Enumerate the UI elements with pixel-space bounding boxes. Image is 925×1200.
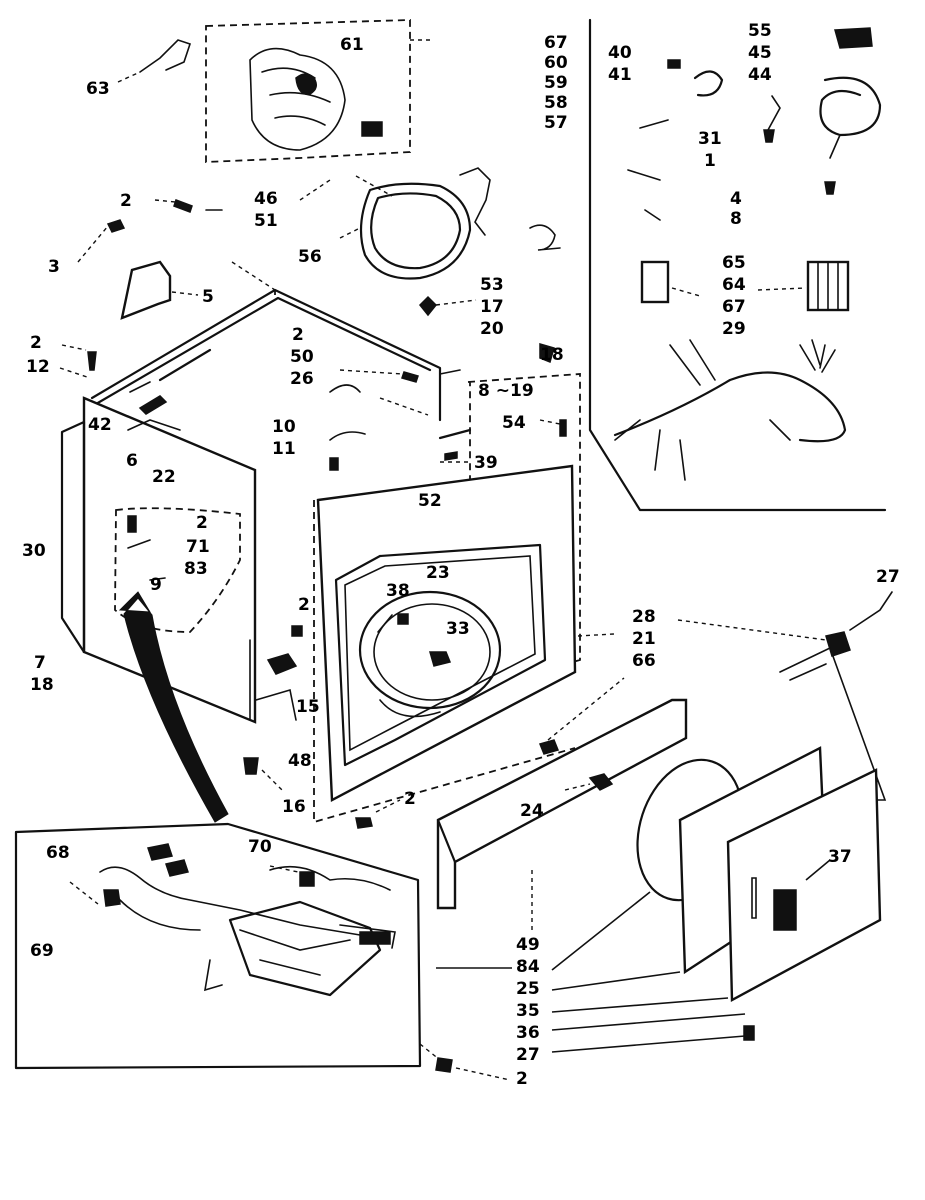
label-61: 61 [340,35,364,55]
label-16: 16 [282,797,306,817]
label-38: 38 [386,581,410,601]
label-59: 59 [544,73,568,93]
label-2-mid: 2 [292,325,304,345]
label-5: 5 [202,287,214,307]
motor-assembly-box [205,19,430,163]
label-18: 18 [30,675,54,695]
label-26: 26 [290,369,314,389]
label-2-left: 2 [30,333,42,353]
label-11: 11 [272,439,296,459]
label-56: 56 [298,247,322,267]
label-83: 83 [184,559,208,579]
label-60: 60 [544,53,568,73]
label-50: 50 [290,347,314,367]
label-39: 39 [474,453,498,473]
label-20: 20 [480,319,504,339]
label-27-hinge: 27 [876,567,900,587]
label-2-switch: 2 [298,595,310,615]
label-37: 37 [828,847,852,867]
label-12: 12 [26,357,50,377]
label-57: 57 [544,113,568,133]
arrow-to-control-box [118,591,229,823]
label-63: 63 [86,79,110,99]
label-28: 28 [632,607,656,627]
label-44: 44 [748,65,772,85]
label-54: 54 [502,413,526,433]
part-36-outer-door [726,768,882,1002]
label-17: 17 [480,297,504,317]
label-58: 58 [544,93,568,113]
label-4: 4 [730,189,742,209]
label-2-top: 2 [120,191,132,211]
label-68: 68 [46,843,70,863]
label-8-right: 8 [730,209,742,229]
label-70: 70 [248,837,272,857]
part-63-bracket [139,39,192,73]
label-3: 3 [48,257,60,277]
label-40: 40 [608,43,632,63]
label-7: 7 [34,653,46,673]
label-67-right: 67 [722,297,746,317]
label-36: 36 [516,1023,540,1043]
door-switch-parts [243,625,303,791]
cabinet-frame [90,261,461,422]
cabinet-front-panel [316,419,577,802]
label-84: 84 [516,957,540,977]
drive-belt [359,167,561,280]
label-6: 6 [126,451,138,471]
label-18-top: 18 [540,345,564,365]
label-31: 31 [698,129,722,149]
label-23: 23 [426,563,450,583]
label-52: 52 [418,491,442,511]
label-46: 46 [254,189,278,209]
label-9: 9 [150,575,162,595]
label-10: 10 [272,417,296,437]
label-45: 45 [748,43,772,63]
label-66: 66 [632,651,656,671]
label-27-bottom: 27 [516,1045,540,1065]
part-49-toe-kick-panel [436,698,688,910]
cabinet-left-side-panel [60,396,257,724]
label-49: 49 [516,935,540,955]
label-8-19: 8 ~19 [478,381,534,401]
label-35: 35 [516,1001,540,1021]
label-69: 69 [30,941,54,961]
wiring-harness [613,339,847,481]
label-53: 53 [480,275,504,295]
part-17-fastener [418,295,438,317]
label-24: 24 [520,801,544,821]
label-71: 71 [186,537,210,557]
label-1: 1 [704,151,716,171]
control-assembly-box [14,822,422,1070]
label-51: 51 [254,211,278,231]
label-41: 41 [608,65,632,85]
label-2-side: 2 [196,513,208,533]
label-42: 42 [88,415,112,435]
label-64: 64 [722,275,746,295]
part-24-grommet [588,773,614,791]
label-15: 15 [296,697,320,717]
label-29: 29 [722,319,746,339]
label-21: 21 [632,629,656,649]
label-33: 33 [446,619,470,639]
label-2-front: 2 [404,789,416,809]
part-65-block [640,260,670,304]
label-48: 48 [288,751,312,771]
label-30: 30 [22,541,46,561]
label-2-bottom: 2 [516,1069,528,1089]
part-5-bracket [120,260,172,320]
wiring-area-border [588,18,887,512]
part-27-hinge [779,646,887,801]
part-64-terminal-block [806,260,850,312]
part-55-connector [834,27,873,49]
power-cord-coil [819,76,882,137]
label-65: 65 [722,253,746,273]
label-67-top: 67 [544,33,568,53]
label-55: 55 [748,21,772,41]
part-number-labels: 61 63 67 60 59 58 57 40 41 55 45 44 31 1… [22,21,900,1089]
label-22: 22 [152,467,176,487]
label-25: 25 [516,979,540,999]
